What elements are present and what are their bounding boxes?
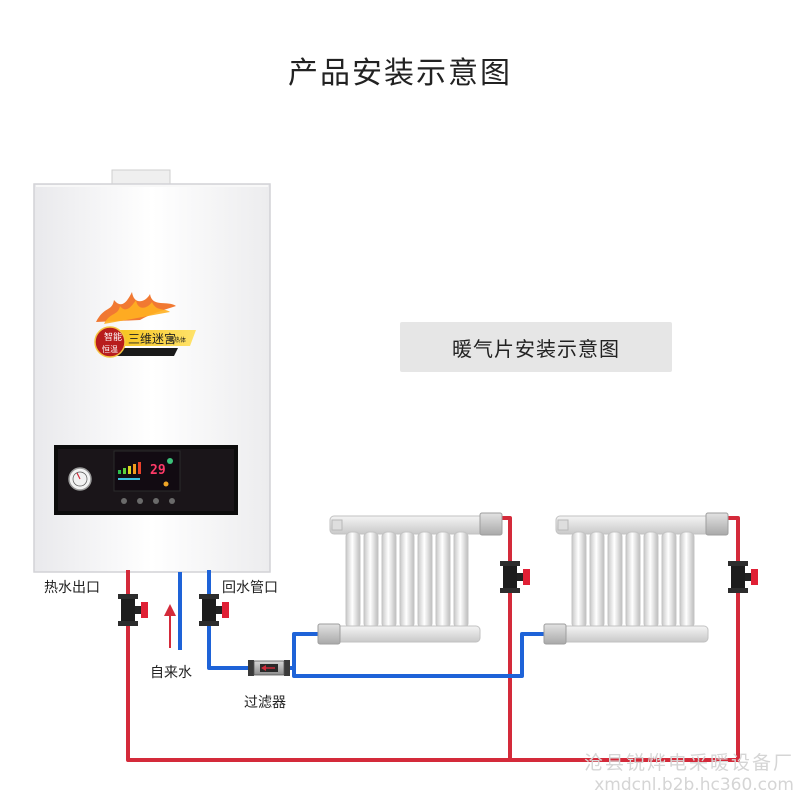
- radiator-outlet-cap: [317, 623, 341, 645]
- tap-water-label: 自来水: [150, 665, 192, 681]
- return-inlet-valve[interactable]: [199, 594, 229, 626]
- hot-outlet-label: 热水出口: [44, 580, 100, 596]
- radiator-2-valve[interactable]: [728, 561, 758, 593]
- watermark-url: xmdcnl.b2b.hc360.com: [594, 775, 794, 795]
- radiator-bottom-manifold: [335, 625, 481, 643]
- subtitle-box: 暖气片安装示意图: [400, 322, 672, 372]
- radiator-1: [317, 512, 503, 645]
- boiler-unit: 智能 恒温 三维迷宫 变热体 29: [33, 169, 271, 573]
- panel-button[interactable]: [137, 498, 143, 504]
- radiator-1-valve[interactable]: [500, 561, 530, 593]
- badge-suffix-text: 变热体: [168, 336, 186, 344]
- return-inlet-label: 回水管口: [222, 580, 278, 596]
- lcd-display: [113, 450, 181, 492]
- watermark-company: 沧县锐烨电采暖设备厂: [583, 752, 794, 774]
- badge-main-text: 三维迷宫: [128, 331, 176, 346]
- valve-handle[interactable]: [523, 569, 530, 585]
- panel-button[interactable]: [169, 498, 175, 504]
- radiator-top-manifold: [555, 515, 729, 535]
- radiator-outlet-cap: [543, 623, 567, 645]
- radiator-2: [543, 512, 729, 645]
- boiler-control-panel: 29: [54, 445, 238, 515]
- filter-label: 过滤器: [244, 695, 286, 711]
- display-temperature: 29: [150, 463, 166, 478]
- page-title: 产品安装示意图: [288, 56, 512, 91]
- radiator-inlet-cap: [479, 512, 503, 536]
- valve-handle[interactable]: [751, 569, 758, 585]
- radiator-inlet-cap: [705, 512, 729, 536]
- valve-handle[interactable]: [222, 602, 229, 618]
- badge-left-bottom: 恒温: [102, 344, 118, 354]
- valve-handle[interactable]: [141, 602, 148, 618]
- subtitle-text: 暖气片安装示意图: [452, 336, 620, 361]
- radiator-top-manifold: [329, 515, 503, 535]
- hot-water-pipes: [126, 516, 740, 762]
- badge-left-top: 智能: [104, 331, 122, 343]
- boiler-brand-badge: 智能 恒温 三维迷宫 变热体: [94, 292, 196, 358]
- panel-button[interactable]: [121, 498, 127, 504]
- filter-unit: [248, 660, 290, 676]
- panel-button[interactable]: [153, 498, 159, 504]
- radiator-bottom-manifold: [561, 625, 709, 643]
- hot-outlet-valve[interactable]: [118, 594, 148, 626]
- watermark: 沧县锐烨电采暖设备厂 xmdcnl.b2b.hc360.com: [584, 752, 794, 796]
